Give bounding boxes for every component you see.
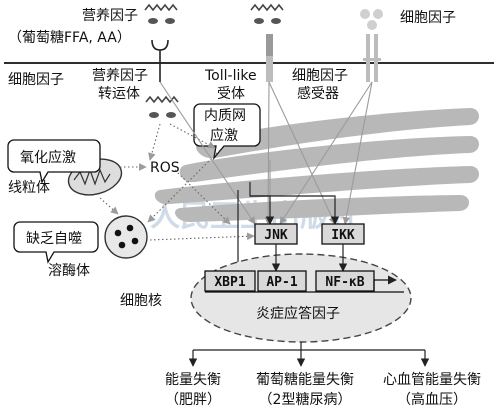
nutrient-transporter-icon [151,39,169,82]
cytokine-ligands-icon [360,9,383,30]
nutrients-examples-label: （葡萄糖FFA, AA） [8,30,131,46]
outcome-3-label-b: （高血压） [397,391,467,408]
nutrient-transporter-label-1: 营养因子 [92,68,148,84]
inflammatory-factors-label: 炎症应答因子 [256,305,340,322]
nutrients-label: 营养因子 [82,8,138,24]
lysosome-label: 溶酶体 [48,263,90,279]
oxidative-stress-label: 氧化应激 [20,149,76,166]
cytokine-top-label: 细胞因子 [400,10,456,26]
mitochondria-label: 线粒体 [8,180,50,196]
nutrient-transporter-label-2: 转运体 [98,86,140,102]
outcome-2-label-a: 葡萄糖能量失衡 [256,372,354,388]
er-stress-label-2: 应激 [210,127,238,144]
nucleus-shape [190,253,412,343]
cytokine-receptor-label-1: 细胞因子 [292,68,348,84]
tlr-label-1: Toll-like [204,68,257,84]
autophagy-label: 缺乏自噬 [26,231,82,247]
lysosome-icon [104,215,148,259]
nfkb-label: NF-κB [325,275,364,290]
outcome-2-label-b: （2型糖尿病） [259,392,352,408]
outcome-1-label-b: （肥胖） [165,392,221,408]
oxidative-stress-callout: 氧化应激 [7,139,101,184]
outcome-3-label-a: 心血管能量失衡 [383,372,481,388]
transcription-start-icon [205,275,404,293]
er-to-kinase-arrows [233,182,340,271]
autophagy-callout: 缺乏自噬 [13,221,99,264]
nucleus-label: 细胞核 [120,293,162,309]
jnk-label: JNK [264,228,288,243]
tlr-ligands-icon [250,3,284,24]
jnk-box: JNK [254,223,298,245]
nfkb-box: NF-κB [315,270,375,292]
tlr-label-2: 受体 [217,86,245,102]
outcome-arrows [188,342,430,367]
xbp1-box: XBP1 [204,270,256,292]
ros-label: ROS [150,160,180,176]
dotted-arrows [99,123,255,241]
nutrient-ligands-icon [144,3,178,24]
outcome-1-label-a: 能量失衡 [165,372,221,388]
receptor-signal-arrows [159,81,373,225]
ikk-box: IKK [321,223,365,245]
ap1-label: AP-1 [266,275,297,290]
er-stress-label-1: 内质网 [204,108,246,124]
ap1-box: AP-1 [257,270,307,292]
ikk-label: IKK [331,228,355,243]
cytokine-left-label: 细胞因子 [8,72,64,88]
internal-nutrients-icon [145,95,179,118]
tlr-receptor-icon [266,34,273,82]
cytokine-receptor-label-2: 感受器 [297,85,339,102]
cytokine-receptor-icon [363,34,381,82]
xbp1-label: XBP1 [214,275,245,290]
